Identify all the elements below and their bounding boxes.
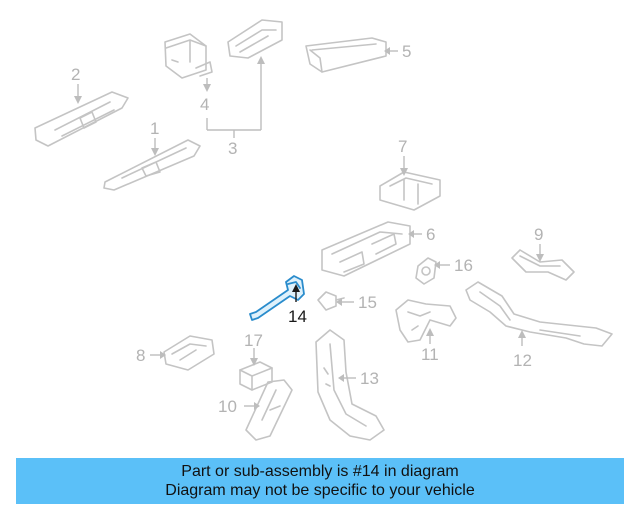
- callout-11: 11: [421, 345, 439, 364]
- callout-10: 10: [218, 397, 237, 416]
- part-16-sensor[interactable]: [415, 257, 437, 285]
- part-5-filter[interactable]: [305, 37, 387, 73]
- part-1-duct[interactable]: [103, 139, 201, 191]
- callout-12: 12: [513, 351, 532, 370]
- banner-line-1: Part or sub-assembly is #14 in diagram: [181, 463, 459, 480]
- callout-1: 1: [150, 119, 159, 138]
- callout-6: 6: [426, 225, 435, 244]
- part-10-bracket[interactable]: [245, 379, 293, 441]
- callout-3: 3: [228, 139, 237, 158]
- callout-4: 4: [200, 95, 209, 114]
- callout-16: 16: [454, 256, 473, 275]
- callout-2: 2: [71, 65, 80, 84]
- callout-9: 9: [534, 225, 543, 244]
- callout-7: 7: [398, 137, 407, 156]
- part-11-housing[interactable]: [395, 299, 457, 343]
- info-banner: Part or sub-assembly is #14 in diagram D…: [16, 458, 624, 504]
- part-12-duct[interactable]: [465, 281, 613, 347]
- part-2-duct[interactable]: [34, 91, 129, 147]
- banner-line-2: Diagram may not be specific to your vehi…: [165, 482, 475, 499]
- part-14-tube[interactable]: [249, 275, 305, 321]
- part-8-vent[interactable]: [163, 335, 215, 371]
- part-6-vent[interactable]: [321, 221, 411, 277]
- part-17-block[interactable]: [239, 361, 273, 391]
- part-7-vent[interactable]: [379, 171, 441, 211]
- callout-5: 5: [402, 42, 411, 61]
- callout-13: 13: [360, 369, 379, 388]
- callout-8: 8: [136, 346, 145, 365]
- callout-15: 15: [358, 293, 377, 312]
- part-15-clip[interactable]: [317, 291, 345, 311]
- callout-14: 14: [288, 307, 307, 326]
- part-9-bracket[interactable]: [511, 249, 575, 281]
- part-13-duct[interactable]: [315, 329, 385, 441]
- part-4-actuator[interactable]: [164, 33, 213, 79]
- callout-17: 17: [244, 331, 263, 350]
- part-vent-top[interactable]: [227, 19, 283, 59]
